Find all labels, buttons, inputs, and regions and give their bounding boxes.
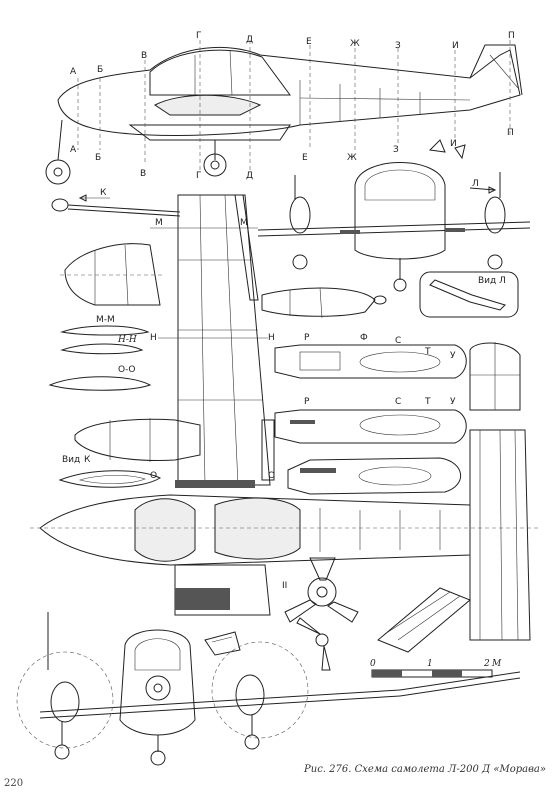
caption-prefix: Рис. 276. — [304, 764, 352, 775]
label-m-left: М — [155, 218, 163, 228]
caption-text: Схема самолета Л-200 Д «Морава» — [354, 764, 546, 775]
scale-bar: 0 1 2 М — [370, 659, 502, 678]
label-s: С — [395, 336, 401, 346]
label-ii: II — [282, 581, 287, 591]
wing-planform: М М Н Н — [150, 194, 275, 488]
section-letter: Д — [246, 171, 253, 181]
label-vid-k: Вид — [62, 455, 80, 465]
hook-detail — [204, 631, 241, 656]
nacelle-profiles: Р Ф С Т У Р С Т У — [274, 333, 467, 495]
label-k2: К — [84, 455, 91, 465]
section-letter: П — [508, 31, 515, 41]
label-r2: Р — [304, 397, 310, 407]
label-f: Ф — [360, 333, 368, 343]
section-letters-bottom: А Б В Г Д Е Ж З И П — [70, 128, 514, 181]
section-letter: П — [507, 128, 514, 138]
label-k: К — [100, 188, 107, 198]
section-letter: Б — [97, 65, 103, 75]
section-letter: Ж — [347, 153, 357, 163]
section-letter: З — [393, 145, 399, 155]
label-u2: У — [450, 397, 456, 407]
scale-tick-2: 2 — [483, 659, 490, 669]
section-letter: Е — [306, 37, 312, 47]
section-letter: Г — [196, 171, 202, 181]
tube-detail: К — [51, 188, 181, 217]
engine-nacelle-side: Вид К О О — [58, 418, 275, 488]
section-letter: Б — [95, 153, 101, 163]
label-o-right: О — [268, 471, 275, 481]
page-number: 220 — [4, 778, 24, 789]
plan-view-fuselage: II — [30, 429, 540, 641]
label-u: У — [450, 351, 456, 361]
label-t: Т — [424, 347, 431, 357]
figure-caption: Рис. 276. Схема самолета Л-200 Д «Морава… — [304, 764, 546, 775]
propeller-view — [284, 557, 359, 671]
front-view-lower — [16, 612, 521, 766]
flap-detail — [377, 587, 471, 653]
section-letter: З — [395, 41, 401, 51]
label-s2: С — [395, 397, 401, 407]
scale-tick-0: 0 — [370, 659, 376, 669]
airfoil-sections: М-М Н-Н О-О — [48, 315, 152, 391]
section-letter: Ж — [350, 39, 360, 49]
section-letter: В — [141, 51, 147, 61]
section-letter: В — [140, 169, 146, 179]
label-mm: М-М — [96, 315, 115, 325]
label-oo: О-О — [118, 365, 135, 375]
detail-small-parts — [428, 139, 466, 160]
label-nn: Н-Н — [117, 335, 137, 345]
scale-tick-1: 1 — [427, 659, 433, 669]
label-r: Р — [304, 333, 310, 343]
nacelle-top-view — [261, 287, 387, 319]
section-letter: Д — [246, 35, 253, 45]
side-view — [45, 40, 523, 185]
label-vid-l: Вид Л — [478, 276, 506, 286]
section-letter: Е — [302, 153, 308, 163]
label-o-left: О — [150, 471, 157, 481]
section-letter: Г — [196, 31, 202, 41]
section-letter: И — [450, 139, 457, 149]
section-letter: И — [452, 41, 459, 51]
section-letter: А — [70, 67, 77, 77]
label-n-left: Н — [150, 333, 157, 343]
scale-unit: М — [491, 659, 502, 669]
front-view-upper: Л — [257, 162, 531, 292]
label-l: Л — [472, 179, 479, 189]
section-letters-top: А Б В Г Д Е Ж З И П — [70, 31, 515, 77]
label-t2: Т — [424, 397, 431, 407]
section-letter: А — [70, 145, 77, 155]
tail-fin-view — [469, 342, 521, 411]
view-l-detail: Вид Л — [419, 271, 519, 318]
label-n-right: Н — [268, 333, 275, 343]
label-m-right: М — [240, 218, 248, 228]
nacelle-side — [60, 243, 165, 306]
